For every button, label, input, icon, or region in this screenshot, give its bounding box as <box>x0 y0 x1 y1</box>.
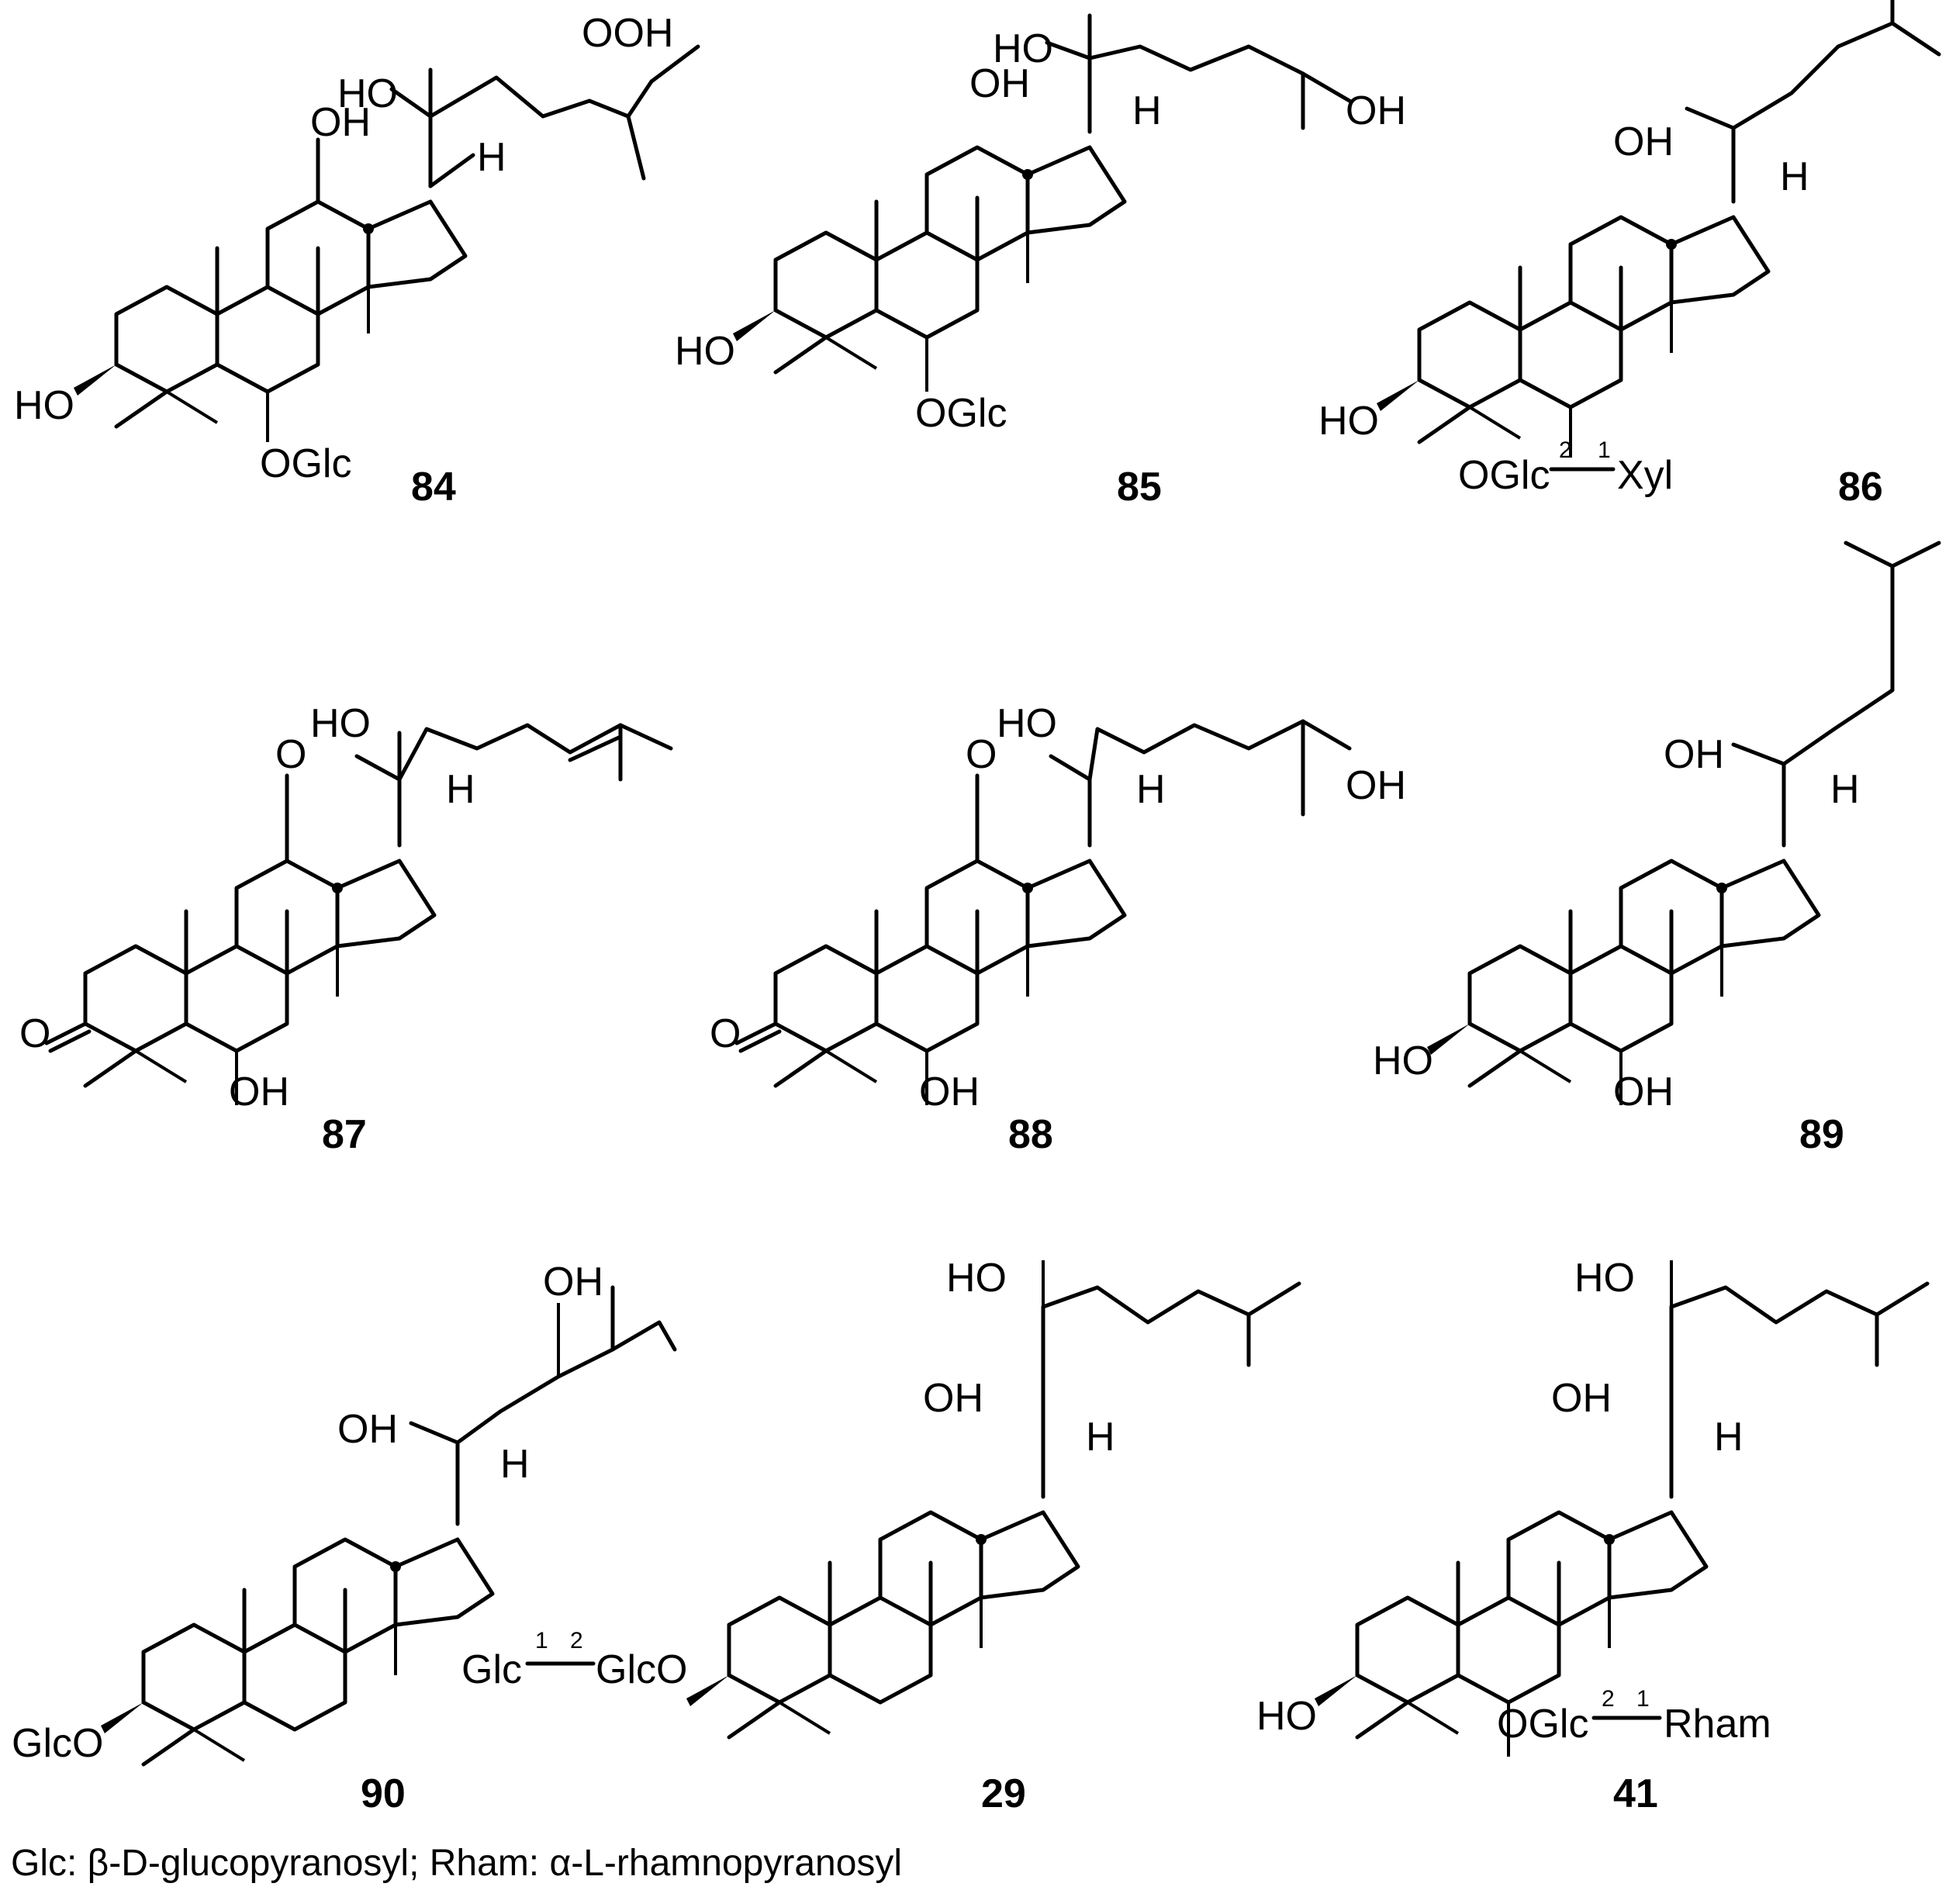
compound-89: HO OH OH H 89 <box>1373 541 1941 1157</box>
c6-substituent-84: OGlc <box>260 441 351 486</box>
c6-substituent-87: OH <box>229 1069 289 1114</box>
c17-hydrogen-29: H <box>1086 1415 1115 1460</box>
c6-substituent-88: OH <box>919 1069 980 1114</box>
compound-41: HO OGlc 2 1 Rham OH HO H 41 <box>1256 1256 1930 1816</box>
footnote: Glc: β-D-glucopyranosyl; Rham: α-L-rhamn… <box>11 1843 903 1884</box>
c17-hydrogen-87: H <box>446 767 475 812</box>
terminal-sugar-86: Xyl <box>1617 453 1673 498</box>
c12-substituent-88: O <box>966 732 997 777</box>
compound-number-41: 41 <box>1613 1771 1658 1816</box>
compound-number-89: 89 <box>1799 1112 1844 1157</box>
side-chain-substituent-84: OOH <box>582 11 673 56</box>
c12-substituent-85: OH <box>969 61 1030 106</box>
compound-number-85: 85 <box>1117 465 1162 510</box>
compound-87: O OH O HO H 87 <box>19 701 673 1157</box>
c3-substituent-87: O <box>19 1011 50 1056</box>
compound-number-90: 90 <box>361 1771 406 1816</box>
c3-substituent-85: HO <box>675 329 735 374</box>
c17-hydrogen-86: H <box>1780 154 1809 199</box>
c3-substituent-88: O <box>710 1011 741 1056</box>
glycosidic-link-a-29: 1 <box>535 1628 548 1653</box>
glycosidic-link-a-86: 2 <box>1559 437 1572 463</box>
compound-90: GlcO OH H OH 90 <box>12 1260 677 1816</box>
c6-substituent-85: OGlc <box>915 391 1007 436</box>
glycosidic-link-b-29: 2 <box>570 1628 583 1653</box>
compound-86: HO OGlc 2 1 Xyl OH H 86 <box>1318 0 1941 510</box>
glycosidic-link-b-86: 1 <box>1598 437 1611 463</box>
glycosidic-link-b-41: 1 <box>1636 1686 1650 1712</box>
compound-number-29: 29 <box>981 1771 1026 1816</box>
compound-number-88: 88 <box>1008 1112 1053 1157</box>
side-chain-substituent-90: OH <box>543 1260 603 1304</box>
c12-substituent-90: OH <box>337 1407 398 1452</box>
c17-hydrogen-41: H <box>1714 1415 1743 1460</box>
c17-hydrogen-89: H <box>1830 767 1860 812</box>
c20-substituent-88: HO <box>997 701 1057 746</box>
c6-substituent-89: OH <box>1613 1069 1674 1114</box>
c20-substituent-41: HO <box>1574 1256 1635 1301</box>
compound-number-87: 87 <box>322 1112 367 1157</box>
c17-hydrogen-84: H <box>477 135 506 180</box>
c3-substituent-90: GlcO <box>12 1721 103 1766</box>
c6-substituent-86: OGlc <box>1458 453 1550 498</box>
side-chain-substituent-88: OH <box>1346 763 1406 808</box>
c17-hydrogen-90: H <box>500 1442 530 1487</box>
c20-substituent-29: HO <box>946 1256 1007 1301</box>
c12-substituent-89: OH <box>1664 732 1724 777</box>
c17-hydrogen-85: H <box>1132 88 1162 133</box>
side-chain-substituent-85: OH <box>1346 88 1406 133</box>
glycosidic-link-a-41: 2 <box>1602 1686 1615 1712</box>
compound-84: HO OGlc OH HO H OOH 84 <box>14 11 700 510</box>
c3-substituent-84: HO <box>14 383 74 428</box>
c3-substituent-41: HO <box>1256 1694 1317 1739</box>
c12-substituent-86: OH <box>1613 119 1674 164</box>
compound-number-86: 86 <box>1838 465 1883 510</box>
compound-29: Glc 1 2 GlcO OH HO H 29 <box>461 1256 1301 1816</box>
compound-88: O OH O HO H OH 88 <box>710 701 1406 1157</box>
c12-substituent-29: OH <box>923 1376 983 1421</box>
c12-substituent-87: O <box>275 732 306 777</box>
c20-substituent-84: HO <box>337 71 398 116</box>
c3-substituent-86: HO <box>1318 399 1379 444</box>
c3-substituent-29: GlcO <box>596 1647 687 1692</box>
c20-substituent-85: HO <box>993 26 1053 71</box>
c6-substituent-41: OGlc <box>1497 1702 1588 1747</box>
c12-substituent-41: OH <box>1551 1376 1612 1421</box>
c3-substituent-89: HO <box>1373 1038 1433 1083</box>
c12-substituent-84: OH <box>310 100 371 145</box>
compound-number-84: 84 <box>411 465 456 510</box>
terminal-sugar-41: Rham <box>1664 1702 1771 1747</box>
terminal-sugar-29: Glc <box>461 1647 522 1692</box>
c17-hydrogen-88: H <box>1136 767 1166 812</box>
compound-85: HO OGlc OH HO H OH 85 <box>675 13 1406 510</box>
c20-substituent-87: HO <box>310 701 371 746</box>
